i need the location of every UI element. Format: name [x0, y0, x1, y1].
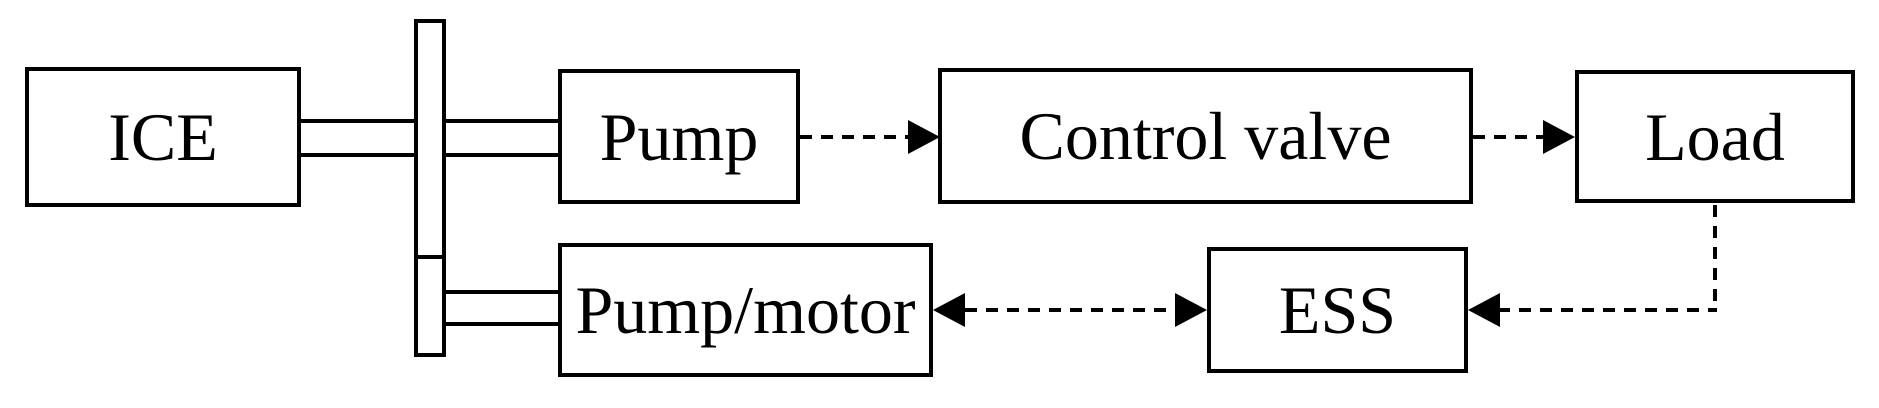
transmission-shaft-bar-divider [414, 255, 446, 259]
dashed-line-load-to-ess [1498, 308, 1717, 312]
mechanical-shaft-bar-to-pump [444, 119, 560, 157]
node-control-valve: Control valve [938, 68, 1473, 204]
dashed-line-pump-motor-to-ess [965, 308, 1177, 312]
node-load: Load [1575, 70, 1855, 203]
mechanical-shaft-bar-to-pump-motor [444, 290, 560, 326]
node-ice-label: ICE [108, 99, 218, 175]
node-pump-motor: Pump/motor [558, 243, 933, 377]
arrowhead-into-load [1543, 120, 1575, 154]
arrowhead-into-ess-from-pump-motor [1175, 293, 1207, 327]
node-pump-label: Pump [599, 98, 759, 175]
node-load-label: Load [1645, 98, 1785, 175]
arrowhead-into-ess-from-load [1468, 293, 1500, 327]
node-pump: Pump [558, 69, 800, 204]
node-ess-label: ESS [1278, 272, 1397, 348]
node-pump-motor-label: Pump/motor [575, 272, 916, 348]
dashed-line-pump-to-control-valve [800, 135, 910, 139]
dashed-line-load-down [1713, 205, 1717, 312]
transmission-shaft-bar [414, 19, 446, 357]
node-ice: ICE [25, 67, 301, 207]
dashed-line-control-valve-to-load [1473, 135, 1545, 139]
arrowhead-into-pump-motor [933, 293, 965, 327]
node-control-valve-label: Control valve [1019, 98, 1392, 174]
arrowhead-into-control-valve [908, 120, 940, 154]
mechanical-shaft-ice-to-bar [299, 119, 416, 157]
node-ess: ESS [1207, 247, 1468, 373]
